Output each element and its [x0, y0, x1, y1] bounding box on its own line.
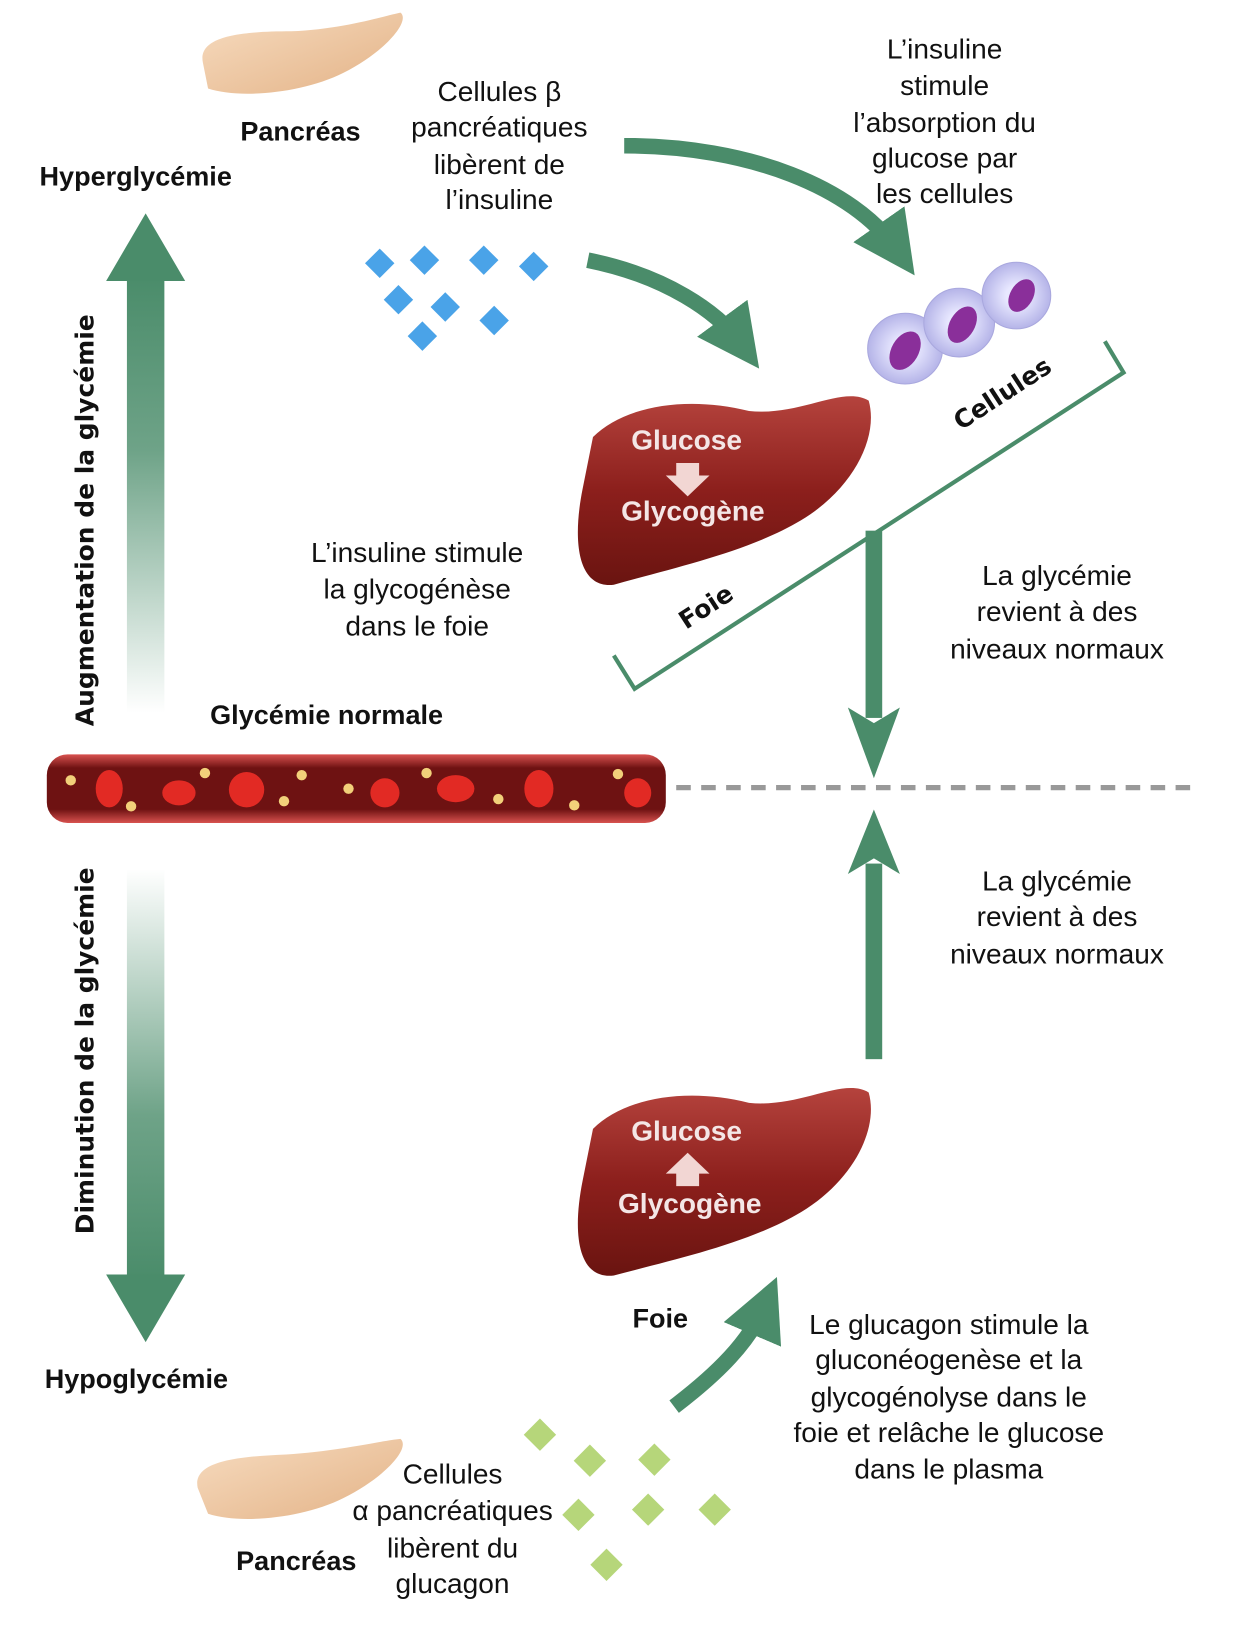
normal-glycemia-label: Glycémie normale	[210, 700, 443, 730]
svg-text:niveaux normaux: niveaux normaux	[950, 938, 1164, 969]
foie-label-bottom: Foie	[633, 1304, 689, 1334]
liver-bottom-image	[577, 1088, 871, 1276]
insulin-uptake-text: L’insuline stimule l’absorption du gluco…	[853, 33, 1036, 209]
svg-text:revient à des: revient à des	[977, 901, 1138, 932]
return-normal-text-top: La glycémie revient à des niveaux normau…	[950, 560, 1164, 665]
arrow-to-cells	[624, 137, 915, 276]
liver-bottom-glucose: Glucose	[631, 1115, 742, 1146]
pancreas-label-bottom: Pancréas	[236, 1546, 356, 1576]
svg-text:L’insuline: L’insuline	[887, 33, 1003, 64]
svg-text:La glycémie: La glycémie	[982, 866, 1132, 897]
svg-text:La glycémie: La glycémie	[982, 560, 1132, 591]
svg-text:α pancréatiques: α pancréatiques	[352, 1495, 552, 1526]
pancreas-top-image	[202, 12, 403, 94]
alpha-cells-text: Cellules α pancréatiques libèrent du glu…	[352, 1459, 552, 1599]
svg-text:stimule: stimule	[900, 70, 989, 101]
svg-text:niveaux normaux: niveaux normaux	[950, 634, 1164, 665]
liver-bottom-glycogen: Glycogène	[618, 1188, 762, 1219]
return-down-arrow	[847, 530, 900, 779]
cells-image	[867, 261, 1052, 385]
svg-text:L’insuline stimule: L’insuline stimule	[311, 537, 523, 568]
liver-top-glucose: Glucose	[631, 425, 742, 456]
svg-text:libèrent de: libèrent de	[434, 149, 565, 180]
increase-arrow	[106, 213, 186, 713]
beta-cells-text: Cellules β pancréatiques libèrent de l’i…	[411, 76, 587, 215]
svg-text:dans le foie: dans le foie	[345, 611, 489, 642]
cells-label: Cellules	[948, 351, 1056, 435]
insulin-particles	[365, 245, 549, 351]
svg-text:foie et relâche le glucose: foie et relâche le glucose	[793, 1417, 1104, 1448]
pancreas-label-top: Pancréas	[240, 117, 360, 147]
return-up-arrow	[847, 809, 900, 1060]
glycogenesis-text: L’insuline stimule la glycogénèse dans l…	[311, 537, 523, 642]
svg-text:l’insuline: l’insuline	[446, 184, 554, 215]
glucagon-particles	[523, 1418, 731, 1581]
blood-vessel-image	[46, 754, 666, 823]
balance-bracket	[612, 340, 1127, 692]
decrease-label: Diminution de la glycémie	[71, 867, 100, 1234]
svg-text:l’absorption du: l’absorption du	[853, 107, 1036, 138]
liver-top-glycogen: Glycogène	[621, 495, 765, 526]
decrease-arrow	[106, 868, 186, 1343]
svg-text:glucose par: glucose par	[872, 143, 1017, 174]
svg-text:glycogénolyse dans le: glycogénolyse dans le	[811, 1382, 1087, 1413]
increase-label: Augmentation de la glycémie	[71, 314, 100, 726]
svg-text:les cellules: les cellules	[876, 178, 1013, 209]
hyperglycemia-label: Hyperglycémie	[40, 161, 232, 191]
glucagon-effect-text: Le glucagon stimule la gluconéogenèse et…	[793, 1309, 1104, 1485]
liver-top-image	[577, 396, 871, 586]
return-normal-text-bottom: La glycémie revient à des niveaux normau…	[950, 866, 1164, 970]
svg-text:libèrent du: libèrent du	[387, 1532, 518, 1563]
svg-text:Le glucagon stimule la: Le glucagon stimule la	[809, 1309, 1089, 1340]
svg-text:revient à des: revient à des	[977, 596, 1138, 627]
hypoglycemia-label: Hypoglycémie	[45, 1364, 228, 1394]
svg-text:la glycogénèse: la glycogénèse	[324, 573, 511, 604]
svg-text:pancréatiques: pancréatiques	[411, 111, 587, 142]
svg-text:Cellules: Cellules	[403, 1459, 503, 1490]
arrow-to-liver	[586, 252, 760, 369]
arrow-glucagon-to-liver	[669, 1277, 782, 1413]
svg-text:glucagon: glucagon	[396, 1568, 510, 1599]
svg-text:Cellules β: Cellules β	[437, 76, 561, 107]
svg-text:dans le plasma: dans le plasma	[854, 1453, 1043, 1484]
svg-text:gluconéogenèse et la: gluconéogenèse et la	[815, 1344, 1082, 1375]
pancreas-bottom-image	[197, 1438, 403, 1519]
